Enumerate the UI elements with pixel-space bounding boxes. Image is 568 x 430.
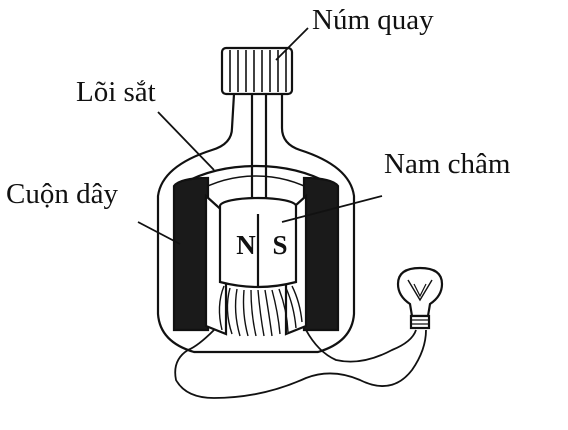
iron-core [181,164,331,185]
shaft [250,94,268,206]
leader-lines [137,27,383,245]
label-coil: Cuộn dây [6,178,118,210]
casing [156,93,356,354]
light-bulb [396,266,444,330]
wires [174,329,427,399]
north-pole-label: N [236,230,256,260]
field-lines [218,285,303,337]
label-iron-core: Lõi sắt [76,76,156,108]
label-knob: Núm quay [312,4,434,36]
south-pole-label: S [272,230,287,260]
label-magnet: Nam châm [384,148,511,180]
left-coil [172,176,228,336]
magnet [218,196,298,289]
knob-ridges [229,50,287,92]
knob [220,46,294,96]
